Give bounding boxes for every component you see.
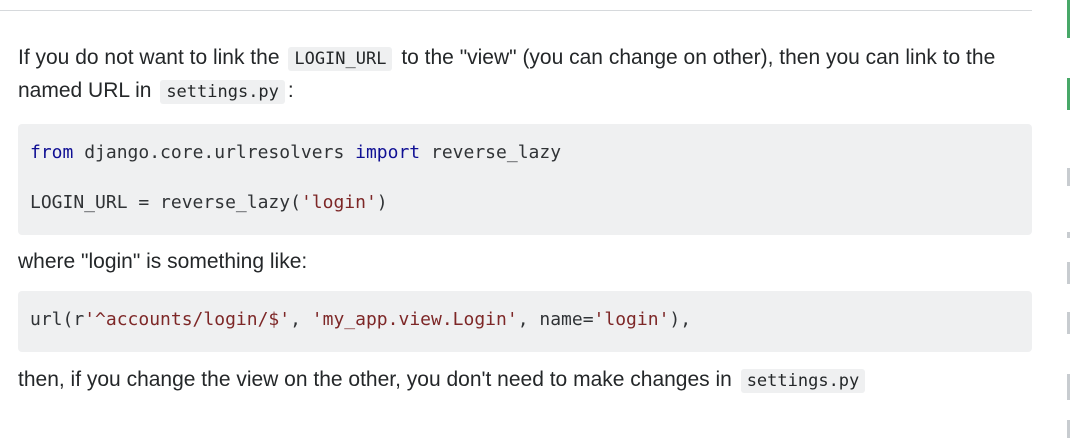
code-text: url(r xyxy=(30,309,85,330)
sidebar-marker xyxy=(1067,168,1070,186)
text: then, if you change the view on the othe… xyxy=(18,368,732,391)
sidebar-marker xyxy=(1067,312,1070,334)
code-line: LOGIN_URL = reverse_lazy('login') xyxy=(30,190,1020,215)
code-text: ), xyxy=(669,309,692,330)
inline-code: LOGIN_URL xyxy=(288,47,393,71)
text: to the "view" (you can change on other),… xyxy=(18,46,996,102)
code-text: , xyxy=(290,309,312,330)
divider xyxy=(0,10,1032,11)
code-string: 'login' xyxy=(300,192,377,213)
text: where "login" is something like: xyxy=(18,250,308,273)
paragraph: where "login" is something like: xyxy=(18,246,1032,277)
text: If you do not want to link the xyxy=(18,46,280,69)
code-string: '^accounts/login/$' xyxy=(84,309,291,330)
sidebar-marker xyxy=(1067,0,1070,38)
code-line: url(r'^accounts/login/$', 'my_app.view.L… xyxy=(30,307,1020,332)
code-keyword: from xyxy=(30,142,74,163)
paragraph: If you do not want to link the LOGIN_URL… xyxy=(18,42,1032,108)
code-block: from django.core.urlresolvers import rev… xyxy=(18,124,1032,235)
answer-body: If you do not want to link the LOGIN_URL… xyxy=(18,42,1032,397)
code-text: reverse_lazy xyxy=(420,142,562,163)
code-keyword: import xyxy=(355,142,421,163)
sidebar-marker xyxy=(1067,232,1070,238)
sidebar-marker xyxy=(1067,78,1070,110)
code-block: url(r'^accounts/login/$', 'my_app.view.L… xyxy=(18,291,1032,352)
code-string: 'my_app.view.Login' xyxy=(311,309,518,330)
code-line: from django.core.urlresolvers import rev… xyxy=(30,140,1020,165)
code-text: , name= xyxy=(517,309,594,330)
code-text: LOGIN_URL = reverse_lazy( xyxy=(30,192,301,213)
paragraph: then, if you change the view on the othe… xyxy=(18,364,1032,397)
code-string: 'login' xyxy=(593,309,670,330)
text: : xyxy=(287,79,294,102)
sidebar-marker xyxy=(1067,262,1070,284)
inline-code: settings.py xyxy=(740,369,866,393)
code-text: ) xyxy=(376,192,388,213)
inline-code: settings.py xyxy=(160,80,285,104)
code-text: django.core.urlresolvers xyxy=(73,142,356,163)
sidebar-marker xyxy=(1067,374,1070,400)
sidebar-marker xyxy=(1067,420,1070,438)
code-blank-line xyxy=(30,165,1020,190)
